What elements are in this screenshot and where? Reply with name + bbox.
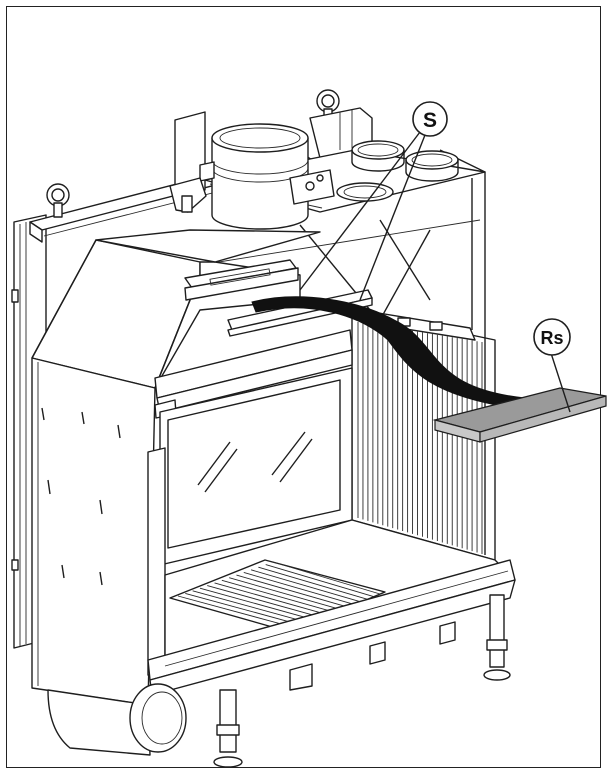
baffle-bracket-upper [184,259,299,301]
air-inlet [47,683,187,756]
grate-bar [272,561,381,595]
top-left-clamp [169,177,207,213]
grate-bar [199,587,316,621]
grate-bar [214,582,329,616]
leg-right [483,594,511,681]
small-collar-front [336,182,394,202]
grate-bar [185,592,303,626]
grate-bar [221,579,335,613]
left-pillar [31,357,156,706]
grate-bar [265,564,374,598]
callout-s: S [412,101,448,137]
leader-lines [299,131,571,413]
lifting-ring-left [46,183,70,218]
opening-top-frame [154,329,353,419]
grate-bar [258,566,368,600]
grate-bar [177,595,297,629]
grate-bar [250,569,361,603]
callout-rs-label: Rs [540,328,563,348]
grate-bar [236,574,348,608]
glass-door [159,367,353,566]
small-collar-back [351,140,405,172]
baffle-plate [432,387,607,443]
callout-s-label: S [423,109,437,132]
grate-bar [229,577,342,611]
hearth-floor [164,519,511,666]
grate-bar [192,590,310,624]
grate-bar [207,585,322,618]
lifting-ring-right [316,89,340,124]
front-hood [31,229,321,389]
callout-rs: Rs [533,318,571,356]
small-collar-right [405,150,459,182]
underside-brackets [289,621,456,691]
front-base-rail [147,559,516,696]
flue-collar [199,123,335,230]
leg-left [213,689,243,768]
grate-bar [243,572,355,605]
door-jamb [147,447,166,676]
